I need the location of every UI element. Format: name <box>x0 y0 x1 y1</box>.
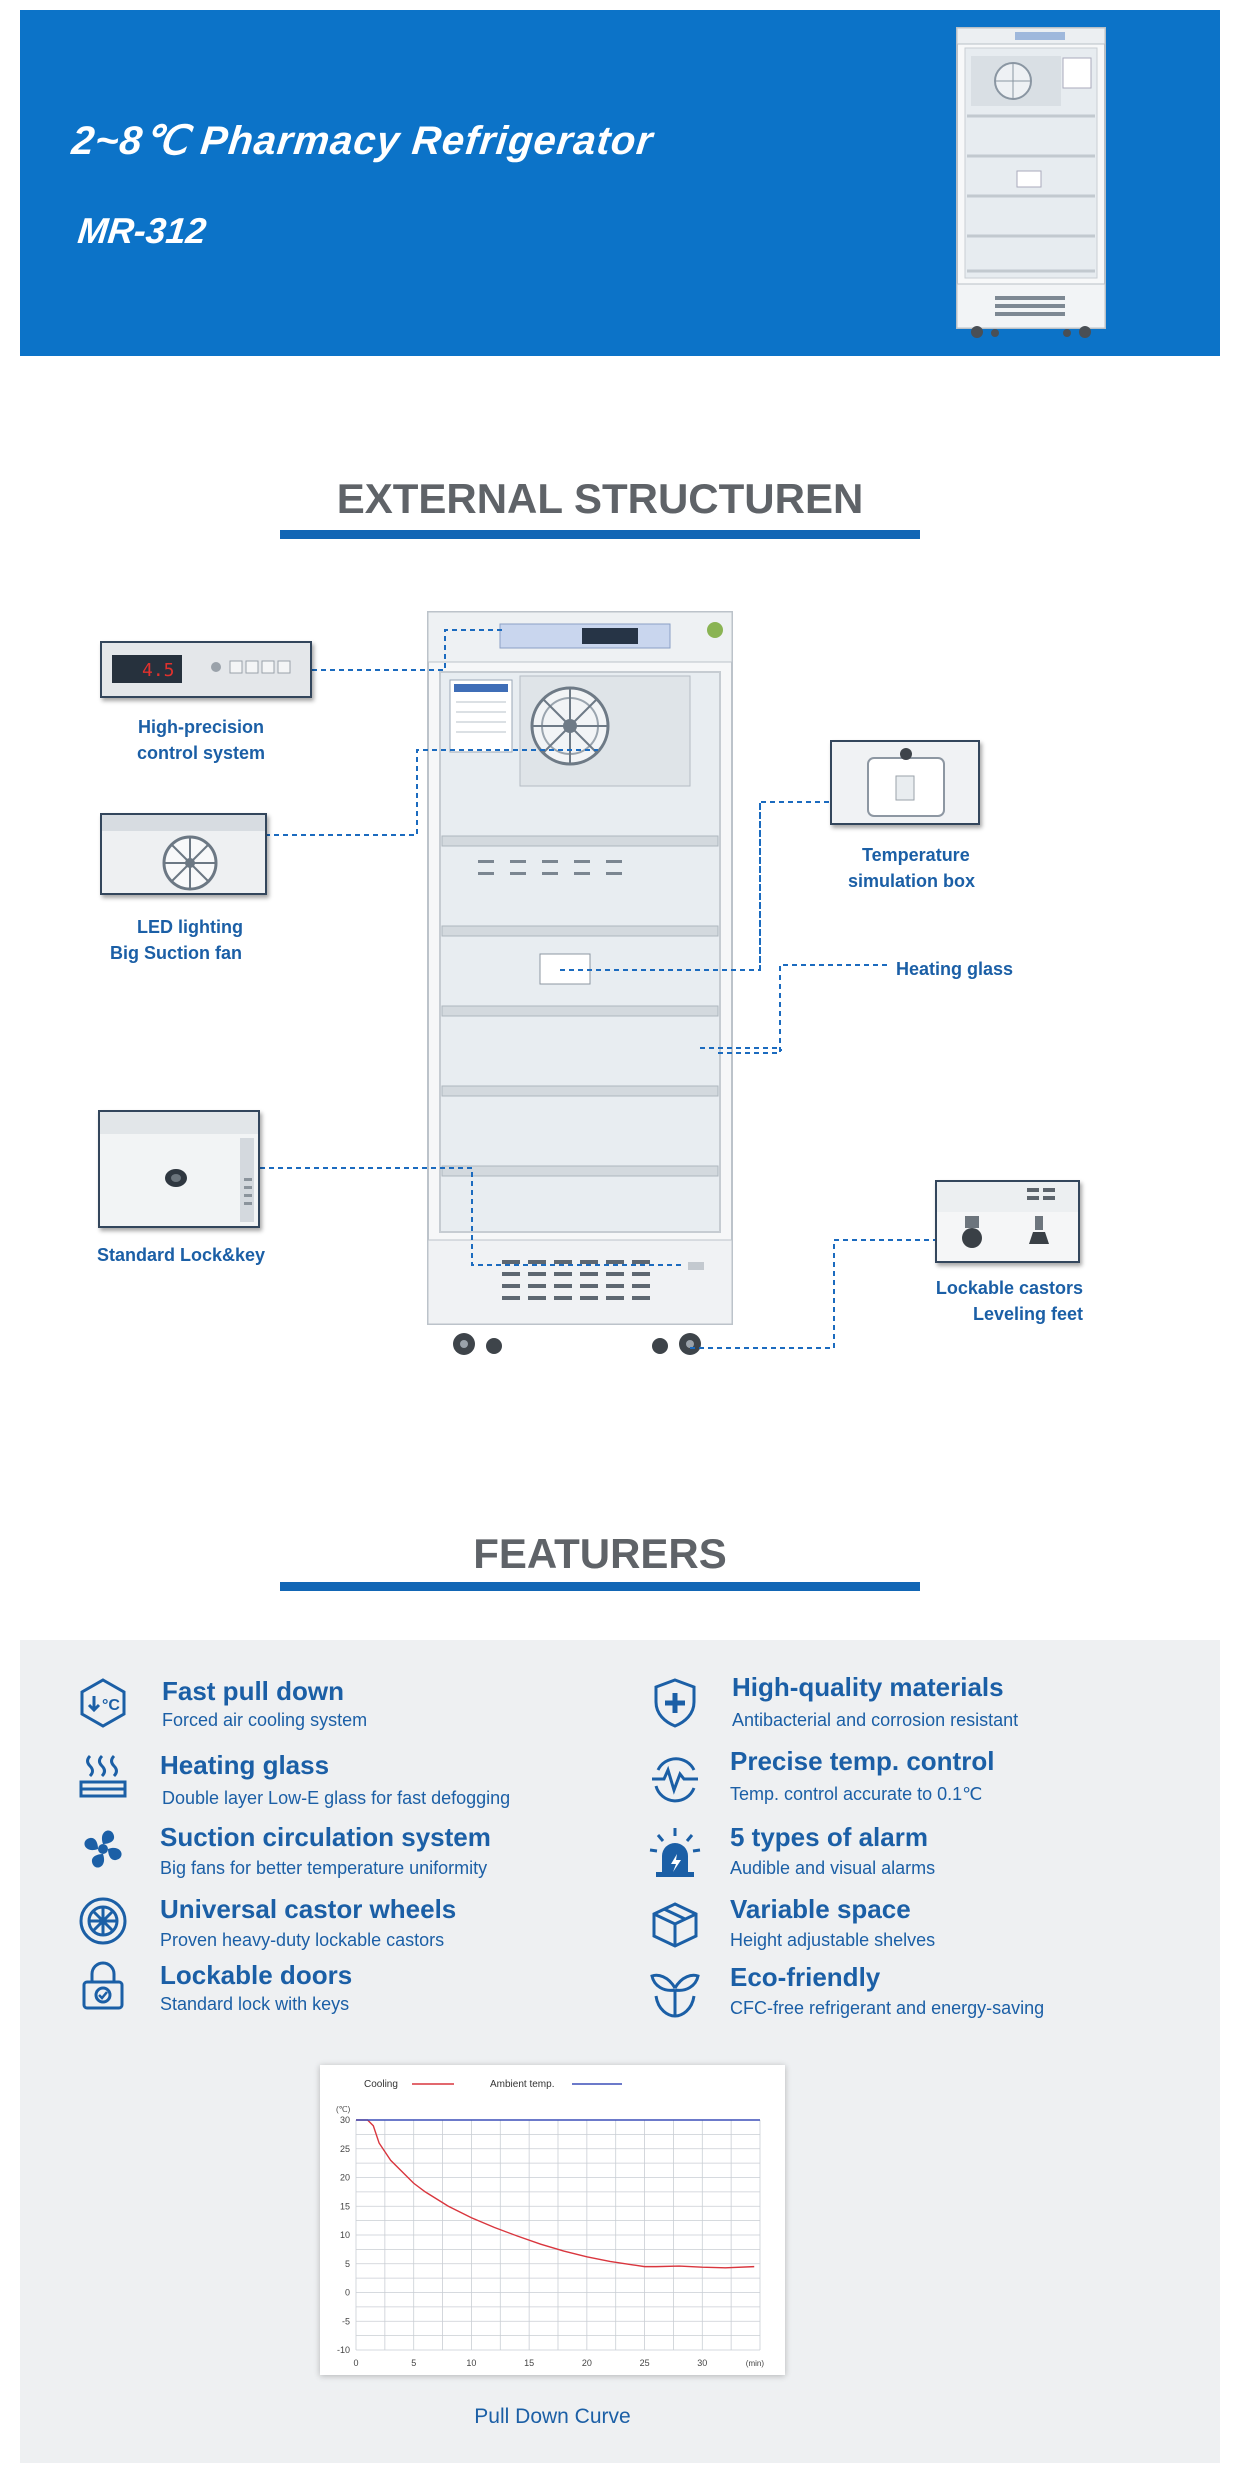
feature-desc: CFC-free refrigerant and energy-saving <box>730 1998 1045 2018</box>
fan-thumbnail <box>100 813 267 895</box>
y-tick-label: 10 <box>340 2230 350 2240</box>
legend-label: Ambient temp. <box>490 2079 554 2090</box>
x-tick-label: 30 <box>697 2358 707 2368</box>
feature-desc: Antibacterial and corrosion resistant <box>732 1710 1019 1730</box>
chart-lines <box>356 2119 760 2269</box>
pulse-icon <box>652 1757 698 1803</box>
leaf-icon <box>650 1973 700 2018</box>
pull-down-chart: Cooling Ambient temp. 0 5 10 15 20 25 30 30 25 20 1… <box>336 2079 764 2368</box>
callout-control-system-line2: control system <box>137 743 266 763</box>
callout-castors: Lockable castors <box>935 1278 1083 1298</box>
chart-legend: Cooling Ambient temp. <box>364 2079 622 2090</box>
pull-down-chart-card: Cooling Ambient temp. 0 5 10 15 20 25 30 30 25 20 1… <box>320 2065 785 2375</box>
y-tick-label: 30 <box>340 2115 350 2125</box>
feature-title: Universal castor wheels <box>160 1894 457 1924</box>
callout-temperature-box-line2: simulation box <box>848 871 976 891</box>
y-unit-label: (℃) <box>336 2105 351 2114</box>
callout-heating-glass: Heating glass <box>896 959 1014 979</box>
y-tick-label: -5 <box>342 2316 350 2326</box>
heating-glass-icon <box>79 1754 127 1798</box>
lock-icon <box>82 1961 124 2010</box>
chart-grid <box>355 2119 761 2351</box>
feature-desc: Height adjustable shelves <box>730 1930 936 1950</box>
y-tick-label: 15 <box>340 2201 350 2211</box>
callout-control-system-line1: High-precision <box>138 717 265 737</box>
banner: 2~8℃ Pharmacy Refrigerator MR-312 <box>20 10 1220 356</box>
y-tick-label: 25 <box>340 2144 350 2154</box>
display-reading: 4.5 <box>142 660 175 681</box>
banner-fridge-image <box>956 27 1106 338</box>
lock-thumbnail <box>98 1110 260 1228</box>
x-tick-label: 10 <box>466 2358 476 2368</box>
feature-title: Fast pull down <box>162 1676 344 1706</box>
x-tick-label: 0 <box>353 2358 358 2368</box>
x-tick-label: 20 <box>582 2358 592 2368</box>
y-tick-label: 20 <box>340 2173 350 2183</box>
alarm-icon <box>649 1828 701 1877</box>
series-line-cooling <box>356 2119 755 2269</box>
castor-thumbnail <box>935 1180 1080 1263</box>
feature-title: High-quality materials <box>732 1672 1004 1702</box>
callout-leveling-feet: Leveling feet <box>972 1304 1083 1324</box>
wheel-icon <box>79 1897 127 1945</box>
callout-led-lighting: LED lighting <box>137 917 243 937</box>
feature-desc: Double layer Low-E glass for fast defogg… <box>162 1788 511 1808</box>
temperature-box-thumbnail <box>830 740 980 825</box>
feature-desc: Temp. control accurate to 0.1℃ <box>730 1784 983 1804</box>
feature-title: Heating glass <box>160 1750 330 1780</box>
callout-temperature-box-line1: Temperature <box>862 845 970 865</box>
chart-caption: Pull Down Curve <box>474 2405 631 2428</box>
feature-title: Precise temp. control <box>730 1746 995 1776</box>
features-heading-underline <box>280 1582 920 1591</box>
feature-title: Lockable doors <box>160 1960 353 1990</box>
shield-plus-icon <box>654 1678 696 1728</box>
features-heading: FEATURERS <box>473 1530 727 1577</box>
legend-label: Cooling <box>364 2079 398 2090</box>
feature-title: Eco-friendly <box>730 1962 881 1992</box>
feature-title: 5 types of alarm <box>730 1822 928 1852</box>
feature-desc: Proven heavy-duty lockable castors <box>160 1930 445 1950</box>
external-heading-underline <box>280 530 920 539</box>
x-tick-label: 25 <box>640 2358 650 2368</box>
y-tick-label: 0 <box>345 2288 350 2298</box>
svg-text:°C: °C <box>102 1697 120 1714</box>
fan-icon <box>84 1830 122 1868</box>
feature-desc: Big fans for better temperature uniformi… <box>160 1858 488 1878</box>
feature-desc: Forced air cooling system <box>162 1710 368 1730</box>
banner-model: MR-312 <box>75 210 209 251</box>
feature-desc: Standard lock with keys <box>160 1994 350 2014</box>
x-unit-label: (min) <box>746 2359 765 2368</box>
y-tick-label: 5 <box>345 2259 350 2269</box>
callout-standard-lock: Standard Lock&key <box>97 1245 266 1265</box>
x-tick-label: 15 <box>524 2358 534 2368</box>
callout-suction-fan: Big Suction fan <box>110 943 242 963</box>
thermometer-down-icon: °C <box>80 1678 126 1728</box>
box-icon <box>652 1902 698 1948</box>
control-panel-thumbnail: 4.5 <box>100 641 312 698</box>
refrigerator-front-image <box>427 611 733 1355</box>
external-structure-heading: EXTERNAL STRUCTUREN <box>336 475 864 522</box>
feature-desc: Audible and visual alarms <box>730 1858 936 1878</box>
x-tick-label: 5 <box>411 2358 416 2368</box>
banner-title: 2~8℃ Pharmacy Refrigerator <box>69 119 656 163</box>
chart-ticks: 0 5 10 15 20 25 30 30 25 20 15 10 5 0 -5 -10 (℃) (min) <box>336 2105 764 2368</box>
feature-title: Variable space <box>730 1894 911 1924</box>
y-tick-label: -10 <box>337 2345 350 2355</box>
feature-title: Suction circulation system <box>160 1822 491 1852</box>
